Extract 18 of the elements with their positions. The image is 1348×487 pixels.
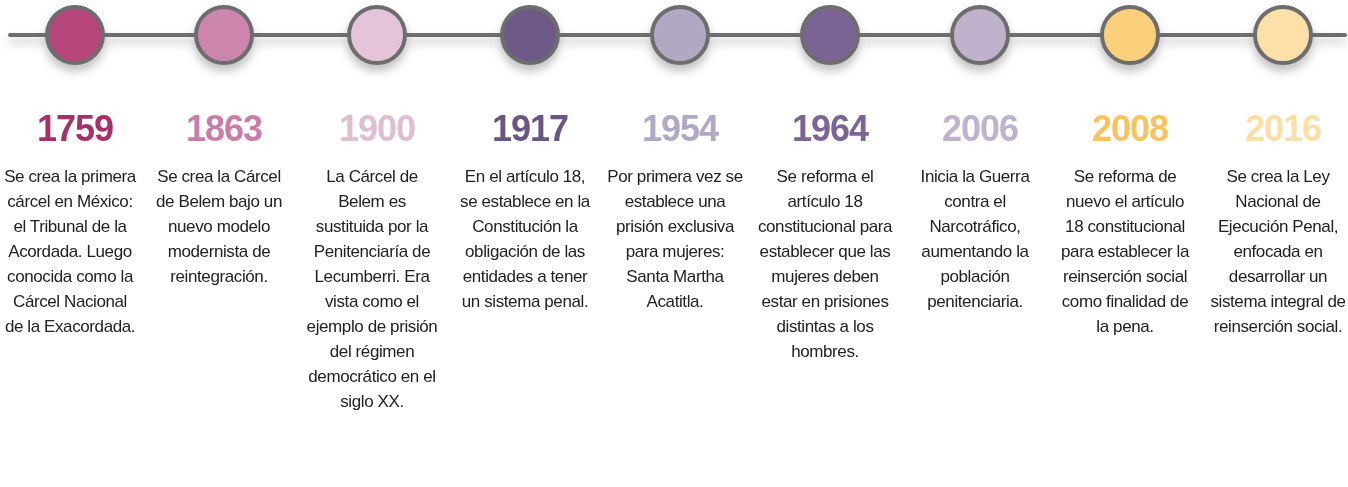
year-label: 2016 xyxy=(1243,108,1323,150)
event-description: Inicia la Guerra contra el Narcotráfico, aumentando la población penitenciaria. xyxy=(919,166,1031,313)
event-description: Se crea la primera cárcel en México: el Tribunal de la Acordada. Luego conocida como la Cárcel Nacional de la Exacordada. xyxy=(3,166,138,338)
event-description: Se crea la Ley Nacional de Ejecución Penal, enfocada en desarrollar un sistema integral de reinserción social. xyxy=(1210,166,1346,338)
event-description: Se crea la Cárcel de Belem bajo un nuevo modelo modernista de reintegración. xyxy=(155,166,283,288)
event-description: Se reforma de nuevo el artículo 18 constitucional para establecer la reinserción social como finalidad de la pena. xyxy=(1060,166,1191,338)
year-label: 1964 xyxy=(790,108,870,150)
event-description: La Cárcel de Belem es sustituida por la Penitenciaría de Lecumberri. Era vista como el ejemplo de prisión del régimen democrático en el siglo XX. xyxy=(305,166,439,413)
event-description: Se reforma el artículo 18 constitucional para establecer que las mujeres deben estar en prisiones distintas a los hombres. xyxy=(757,166,893,363)
year-label: 2008 xyxy=(1090,108,1170,150)
year-label: 1863 xyxy=(184,108,264,150)
year-label: 1759 xyxy=(35,108,115,150)
year-label: 2006 xyxy=(940,108,1020,150)
year-label: 1954 xyxy=(640,108,720,150)
event-description: Por primera vez se establece una prisión exclusiva para mujeres: Santa Martha Acatitla. xyxy=(607,166,743,313)
year-label: 1917 xyxy=(490,108,570,150)
event-description: En el artículo 18, se establece en la Constitución la obligación de las entidades a tener un sistema penal. xyxy=(459,166,592,313)
year-label: 1900 xyxy=(337,108,417,150)
